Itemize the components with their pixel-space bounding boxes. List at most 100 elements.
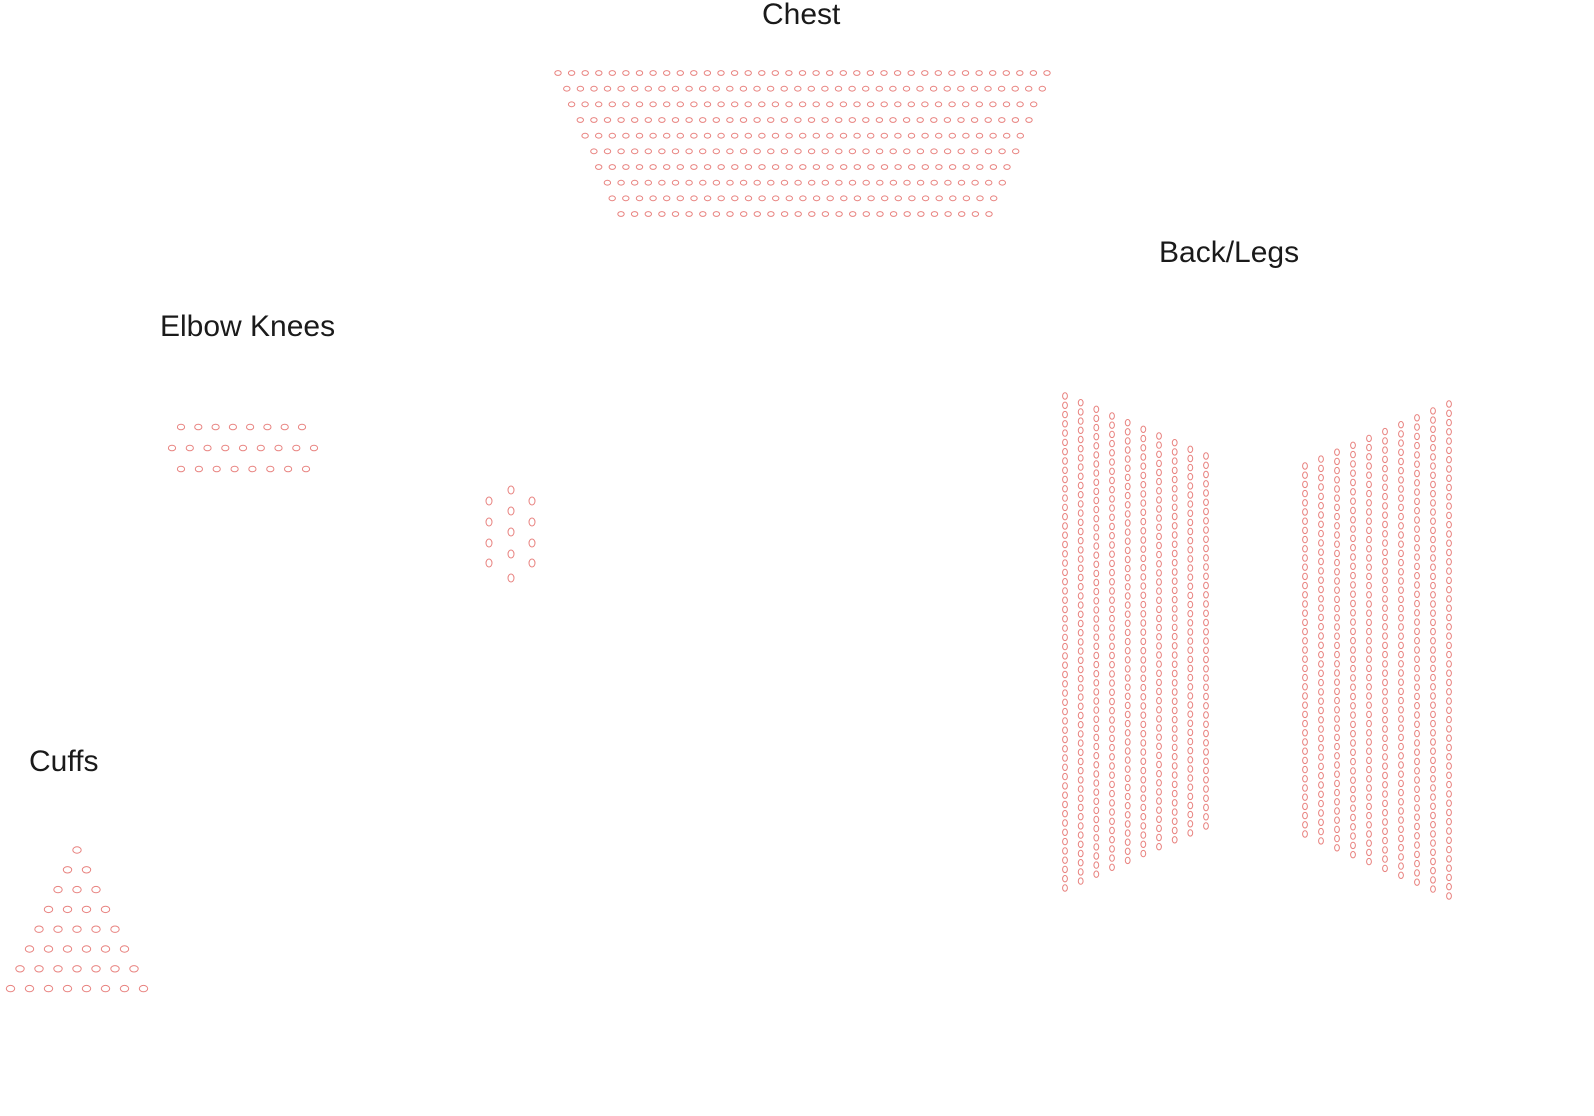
back-legs-hole	[1366, 802, 1372, 811]
back-legs-hole	[1366, 499, 1372, 507]
back-legs-hole	[1366, 443, 1372, 452]
back-legs-hole	[1187, 546, 1194, 554]
chest-hole	[567, 101, 576, 108]
elbow-knees-hole	[485, 517, 493, 527]
back-legs-hole	[1414, 739, 1420, 747]
back-legs-hole	[1062, 457, 1068, 465]
back-legs-hole	[1187, 445, 1194, 453]
back-legs-hole	[1077, 739, 1084, 747]
back-legs-hole	[1156, 815, 1162, 823]
back-legs-hole	[1318, 492, 1324, 501]
back-legs-hole	[1334, 531, 1340, 539]
back-legs-hole	[1203, 766, 1209, 775]
back-legs-hole	[1124, 619, 1131, 627]
back-legs-hole	[1350, 748, 1356, 756]
back-legs-hole	[1140, 831, 1147, 839]
back-legs-hole	[1350, 497, 1356, 505]
back-legs-hole	[1366, 572, 1372, 581]
back-legs-hole	[1124, 610, 1131, 618]
chest-hole	[780, 148, 789, 155]
back-legs-hole	[1140, 711, 1147, 719]
back-legs-hole	[1382, 669, 1388, 677]
back-legs-hole	[1318, 539, 1324, 547]
back-legs-hole	[1302, 508, 1308, 516]
back-legs-hole	[1446, 845, 1452, 854]
back-legs-hole	[1414, 507, 1420, 515]
cuffs-hole	[53, 885, 63, 894]
back-legs-hole	[1334, 752, 1340, 760]
back-legs-hole	[1093, 670, 1100, 678]
chest-hole	[962, 195, 971, 202]
chest-hole	[595, 132, 603, 139]
back-legs-hole	[1334, 825, 1340, 834]
back-legs-hole	[1124, 765, 1131, 773]
back-legs-hole	[1077, 702, 1084, 710]
back-legs-hole	[1077, 610, 1084, 618]
back-legs-hole	[1398, 706, 1404, 714]
back-legs-hole	[1171, 577, 1178, 585]
elbow-knees-hole	[211, 423, 220, 431]
back-legs-hole	[1109, 707, 1115, 715]
chest-hole	[563, 85, 571, 92]
back-legs-hole	[1109, 725, 1115, 733]
back-legs-hole	[1302, 710, 1308, 719]
back-legs-hole	[1124, 510, 1131, 518]
chest-hole	[780, 211, 789, 217]
back-legs-hole	[1446, 799, 1452, 807]
back-legs-hole	[1203, 535, 1209, 543]
chest-hole	[766, 85, 775, 92]
back-legs-hole	[1350, 813, 1356, 822]
back-legs-hole	[1124, 792, 1131, 801]
chest-hole	[821, 211, 830, 217]
back-legs-hole	[1382, 623, 1388, 631]
back-legs-hole	[1124, 674, 1131, 682]
chest-hole	[744, 132, 752, 139]
back-legs-hole	[1446, 725, 1452, 733]
chest-hole	[663, 164, 671, 170]
back-legs-hole	[1350, 506, 1356, 515]
back-legs-hole	[1430, 646, 1436, 654]
back-legs-hole	[1124, 491, 1131, 500]
back-legs-hole	[1318, 557, 1324, 566]
back-legs-hole	[1156, 678, 1162, 687]
back-legs-hole	[1382, 781, 1388, 789]
back-legs-hole	[1446, 548, 1452, 557]
back-legs-hole	[1093, 770, 1100, 778]
chest-hole	[635, 70, 644, 76]
elbow-knees-hole	[528, 496, 536, 506]
elbow-knees-hole	[284, 465, 293, 473]
elbow-knees-hole	[238, 444, 248, 452]
back-legs-hole	[1446, 539, 1452, 547]
elbow-knees-hole	[185, 444, 194, 452]
back-legs-hole	[1334, 632, 1340, 640]
back-legs-hole	[1109, 605, 1115, 614]
chest-hole	[943, 85, 951, 92]
back-legs-hole	[1109, 541, 1115, 549]
back-legs-hole	[1093, 560, 1100, 568]
back-legs-hole	[1446, 678, 1452, 687]
chest-hole	[658, 117, 666, 123]
back-legs-hole	[1430, 738, 1436, 746]
back-legs-hole	[1140, 471, 1147, 480]
back-legs-hole	[1187, 610, 1194, 618]
back-legs-hole	[1366, 701, 1372, 709]
back-legs-hole	[1366, 857, 1372, 866]
back-legs-hole	[1334, 604, 1340, 613]
back-legs-hole	[1062, 772, 1068, 781]
back-legs-hole	[1414, 544, 1420, 552]
back-legs-hole	[1171, 540, 1178, 548]
back-legs-hole	[1062, 865, 1068, 874]
chest-hole	[699, 148, 707, 155]
chest-hole	[812, 164, 821, 170]
chest-hole	[731, 164, 739, 170]
back-legs-hole	[1077, 675, 1084, 683]
elbow-knees-hole	[485, 496, 493, 506]
chest-hole	[717, 164, 725, 170]
back-legs-hole	[1140, 453, 1147, 461]
chest-hole	[658, 148, 666, 155]
back-legs-hole	[1334, 650, 1340, 659]
chest-label: Chest	[762, 0, 841, 31]
back-legs-hole	[1334, 715, 1340, 723]
back-legs-hole	[1077, 803, 1084, 812]
back-legs-hole	[1109, 688, 1115, 696]
